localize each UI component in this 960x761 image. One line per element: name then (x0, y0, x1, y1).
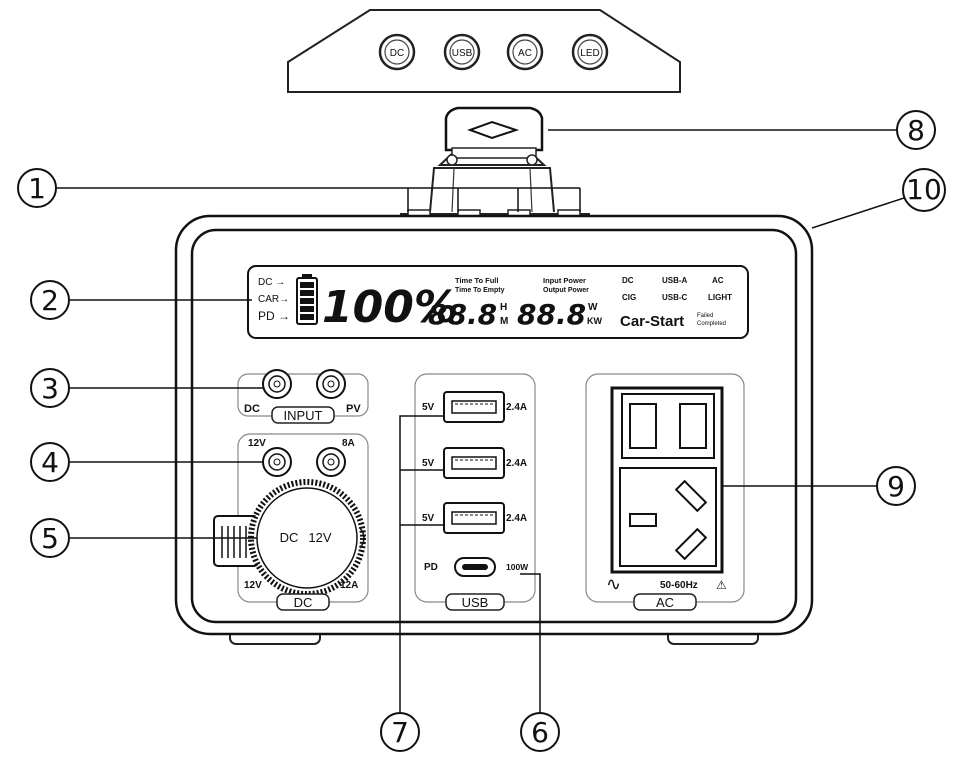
lcd-unit-w: W (588, 302, 598, 313)
callout-2-number: 2 (41, 284, 59, 317)
input-section: DC PV INPUT (237, 369, 369, 424)
ac-frequency: 50-60Hz (660, 580, 698, 591)
callout-2: 2 (30, 280, 70, 320)
callout-7: 7 (380, 712, 420, 752)
callout-10-number: 10 (906, 173, 942, 206)
lcd-display: DC → CAR→ PD → 100% Time To Full Time To… (247, 265, 749, 339)
ac-warning-icon: ⚠ (716, 578, 727, 592)
lcd-output-power: Output Power (543, 287, 589, 294)
usb-a-port-1[interactable] (443, 391, 505, 423)
top-button-led[interactable]: LED (571, 33, 609, 71)
battery-icon (296, 274, 318, 325)
usb-a-port-3[interactable] (443, 502, 505, 534)
lcd-power-value: 88.8 (517, 298, 586, 331)
lcd-unit-h: H (500, 302, 507, 313)
ac-outlet[interactable] (610, 386, 724, 574)
input-pv-label: PV (346, 403, 361, 415)
top-handle-assembly (400, 106, 590, 217)
callout-3-number: 3 (41, 372, 59, 405)
cig-socket[interactable]: DC 12V (213, 479, 366, 597)
top-button-ac-label: AC (518, 48, 532, 59)
top-button-usb[interactable]: USB (443, 33, 481, 71)
ac-wave-icon: ∿ (606, 574, 621, 594)
callout-7-number: 7 (391, 716, 409, 749)
top-button-dc[interactable]: DC (378, 33, 416, 71)
callout-5-number: 5 (41, 522, 59, 555)
input-dc-port[interactable] (262, 369, 292, 399)
usb-port-3-current: 2.4A (506, 513, 527, 524)
lcd-indicator-cig: CIG (622, 293, 636, 302)
lcd-time-full: Time To Full (455, 276, 498, 285)
ac-section: ∿ 50-60Hz ⚠ AC (585, 373, 745, 611)
dc-voltage-label: 12V (248, 438, 266, 449)
lcd-input-power: Input Power (543, 276, 586, 285)
ac-title: AC (656, 595, 674, 610)
usb-section: 5V 2.4A 5V 2.4A 5V 2.4A PD 100W (414, 373, 536, 611)
lcd-time-value: 88.8 (428, 298, 497, 331)
lcd-time-empty: Time To Empty (455, 287, 505, 294)
callout-8-number: 8 (907, 114, 925, 147)
usb-port-3-voltage: 5V (422, 513, 435, 524)
usb-port-2-voltage: 5V (422, 458, 435, 469)
lcd-percent: 100% (322, 282, 458, 333)
usb-c-port[interactable] (454, 557, 496, 577)
usb-port-1-current: 2.4A (506, 402, 527, 413)
lcd-input-pd: PD → (258, 309, 290, 323)
lcd-indicator-dc: DC (622, 276, 634, 285)
callout-4-number: 4 (41, 446, 59, 479)
input-dc-label: DC (244, 403, 260, 415)
knob-dc-label: DC (280, 530, 299, 545)
top-button-ac[interactable]: AC (506, 33, 544, 71)
callout-1-number: 1 (28, 172, 46, 205)
dc-title: DC (294, 595, 313, 610)
callout-lines (56, 129, 905, 714)
dc-bottom-amp-label: 12A (340, 580, 358, 591)
top-button-usb-label: USB (452, 48, 473, 59)
callout-9: 9 (876, 466, 916, 506)
lcd-indicator-light: LIGHT (708, 293, 732, 302)
usb-pd-power: 100W (506, 562, 529, 572)
usb-a-port-2[interactable] (443, 447, 505, 479)
top-control-panel: DC USB AC LED (287, 9, 681, 93)
input-pv-port[interactable] (316, 369, 346, 399)
dc-amp-label: 8A (342, 438, 355, 449)
callout-3: 3 (30, 368, 70, 408)
lcd-unit-kw: KW (587, 316, 602, 326)
lcd-input-dc: DC → (258, 277, 285, 288)
top-button-led-label: LED (580, 48, 599, 59)
lcd-completed: Completed (697, 321, 726, 327)
callout-8: 8 (896, 110, 936, 150)
callout-6: 6 (520, 712, 560, 752)
knob-diamond-icon (467, 120, 520, 140)
top-button-dc-label: DC (390, 48, 404, 59)
callout-5: 5 (30, 518, 70, 558)
usb-port-1-voltage: 5V (422, 402, 435, 413)
callout-10: 10 (902, 168, 946, 212)
callout-1: 1 (17, 168, 57, 208)
dc-output-section: 12V 8A DC 12V 12V 12A DC (213, 433, 369, 611)
lcd-failed: Failed (697, 313, 713, 319)
dc-bottom-voltage-label: 12V (244, 580, 262, 591)
lcd-input-car: CAR→ (258, 294, 289, 305)
input-title: INPUT (284, 408, 323, 423)
lcd-unit-m: M (500, 316, 508, 327)
knob-voltage-label: 12V (308, 530, 331, 545)
usb-pd-label: PD (424, 562, 438, 573)
dc-output-port-right[interactable] (316, 447, 346, 477)
lcd-indicator-usba: USB-A (662, 276, 688, 285)
lcd-car-start: Car-Start (620, 313, 684, 330)
usb-port-2-current: 2.4A (506, 458, 527, 469)
lcd-indicator-ac: AC (712, 276, 724, 285)
dc-output-port-left[interactable] (262, 447, 292, 477)
callout-9-number: 9 (887, 470, 905, 503)
lcd-indicator-usbc: USB-C (662, 293, 688, 302)
usb-title: USB (462, 595, 489, 610)
callout-4: 4 (30, 442, 70, 482)
callout-6-number: 6 (531, 716, 549, 749)
